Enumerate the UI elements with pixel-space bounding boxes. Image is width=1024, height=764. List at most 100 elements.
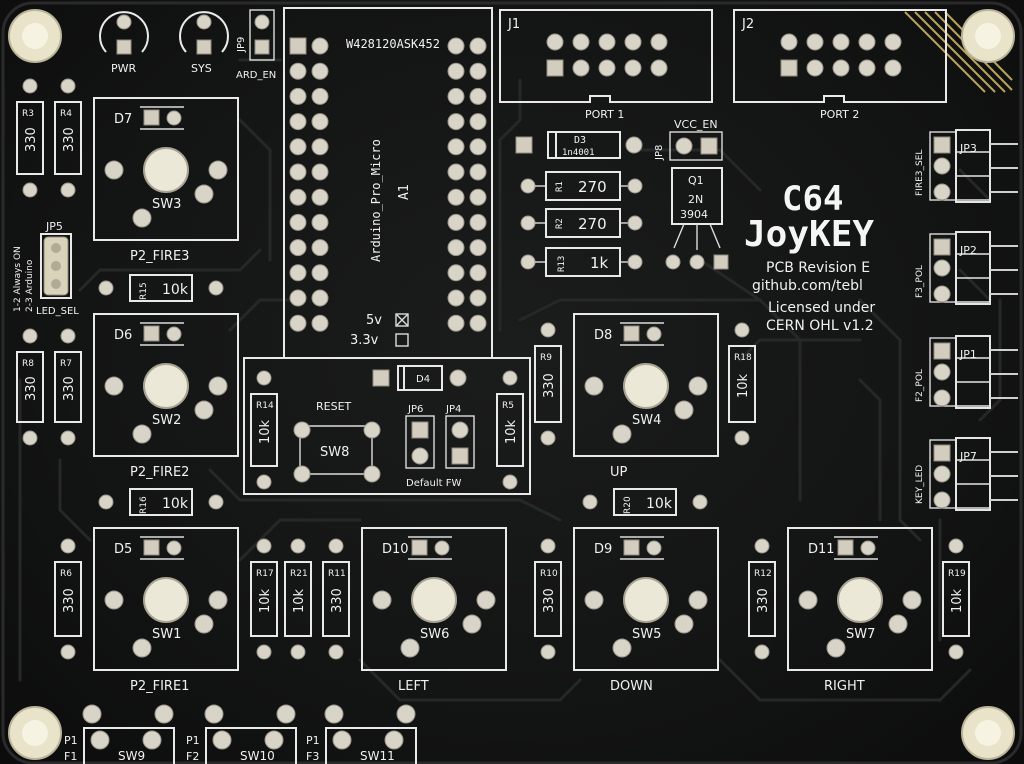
r2-value: 270: [578, 215, 607, 233]
resistor-r1: R1 270: [520, 171, 643, 201]
r1-value: 270: [578, 178, 607, 196]
diode-d3: D3 1n4001: [515, 131, 643, 159]
jp2-function-label: F3_POL: [915, 265, 925, 298]
r15-label: R15: [139, 282, 149, 300]
sw3-function-label: P2_FIRE3: [130, 249, 189, 264]
jp5-function-label: LED_SEL: [36, 306, 79, 317]
d3-label: D3: [574, 135, 586, 146]
sw8-label: SW8: [320, 445, 349, 460]
r17-value: 10k: [258, 588, 273, 613]
sys-label: SYS: [191, 62, 212, 75]
arduino-module: W428120ASK452 Arduino_Pro_Micro A1 5v 3.…: [283, 7, 493, 359]
r21-value: 10k: [292, 588, 307, 613]
title-c64: C64: [782, 179, 843, 219]
r7-value: 330: [62, 376, 77, 401]
pwr-label: PWR: [111, 62, 137, 75]
sw3-diode-label: D7: [114, 112, 132, 127]
r16-label: R16: [139, 496, 149, 514]
sw1-diode-label: D5: [114, 542, 132, 557]
board-title: C64 JoyKEY PCB Revision E github.com/teb…: [744, 179, 875, 334]
resistor-r15: R15 10k: [98, 274, 224, 302]
r8-value: 330: [24, 376, 39, 401]
module-marking: W428120ASK452: [346, 37, 440, 51]
sw4-function-label: UP: [610, 465, 628, 480]
q1-value1: 2N: [688, 193, 703, 206]
r20-value: 10k: [646, 496, 673, 512]
jp3-function-label: FIRE3_SEL: [915, 150, 925, 196]
sw6-function-label: LEFT: [398, 679, 429, 694]
d3-value: 1n4001: [562, 148, 595, 158]
jp2-label: JP2: [959, 244, 977, 257]
r13-value: 1k: [590, 254, 609, 272]
j1-label: J1: [507, 17, 520, 32]
license-label-2: CERN OHL v1.2: [766, 318, 874, 334]
sw4-ref-label: SW4: [632, 413, 661, 428]
jp6-label: JP6: [407, 404, 423, 415]
sw10-f-label: F2: [186, 750, 199, 763]
resistor-r13: R13 1k: [520, 247, 643, 277]
r4-label: R4: [60, 109, 72, 119]
traces: [18, 58, 1002, 702]
pwr-led: PWR: [99, 11, 149, 75]
sw11-f-label: F3: [306, 750, 319, 763]
jp7-label: JP7: [959, 450, 977, 463]
q1-value2: 3904: [680, 208, 708, 221]
sw9-f-label: F1: [64, 750, 77, 763]
r14-label: R14: [256, 401, 274, 411]
r13-label: R13: [557, 256, 567, 272]
q1-label: Q1: [688, 174, 704, 187]
r4-value: 330: [62, 127, 77, 152]
jp9-jumper: JP9 ARD_EN: [236, 9, 276, 81]
sw10-label: SW10: [240, 749, 275, 763]
r18-value: 10k: [736, 373, 751, 398]
r19-label: R19: [948, 569, 966, 579]
r12-label: R12: [754, 569, 772, 579]
sw9-label: SW9: [118, 749, 145, 763]
transistor-q1: Q1 2N 3904: [665, 167, 729, 270]
url-label: github.com/tebl: [752, 278, 863, 294]
r5-label: R5: [502, 401, 514, 411]
r15-value: 10k: [162, 282, 189, 298]
resistor-r4: R4 330: [54, 78, 82, 198]
sw7-ref-label: SW7: [846, 627, 875, 642]
key-switches: D7SW3P2_FIRE3D6SW2P2_FIRE2D5SW1P2_FIRE1D…: [93, 97, 933, 694]
sw11-p-label: P1: [306, 734, 320, 747]
resistor-r12: R12 330: [748, 538, 776, 660]
ard-en-label: ARD_EN: [236, 70, 276, 81]
title-joykey: JoyKEY: [744, 214, 874, 255]
r1-label: R1: [555, 181, 565, 192]
sys-led: SYS: [179, 11, 229, 75]
sw10-p-label: P1: [186, 734, 200, 747]
r12-value: 330: [756, 588, 771, 613]
sw11-label: SW11: [360, 749, 395, 763]
sw7-diode-label: D11: [808, 542, 835, 557]
r6-value: 330: [62, 588, 77, 613]
reset-area: RESET SW8 D4 JP6 JP4 Default FW: [243, 357, 531, 495]
r10-value: 330: [542, 588, 557, 613]
connector-j1: J1 PORT 1: [499, 9, 713, 121]
r2-label: R2: [555, 218, 565, 229]
jp8-label: JP8: [654, 145, 665, 161]
vertical-resistors: R3330R4330R8330R7330R6330R1410kR510kR933…: [16, 78, 970, 660]
